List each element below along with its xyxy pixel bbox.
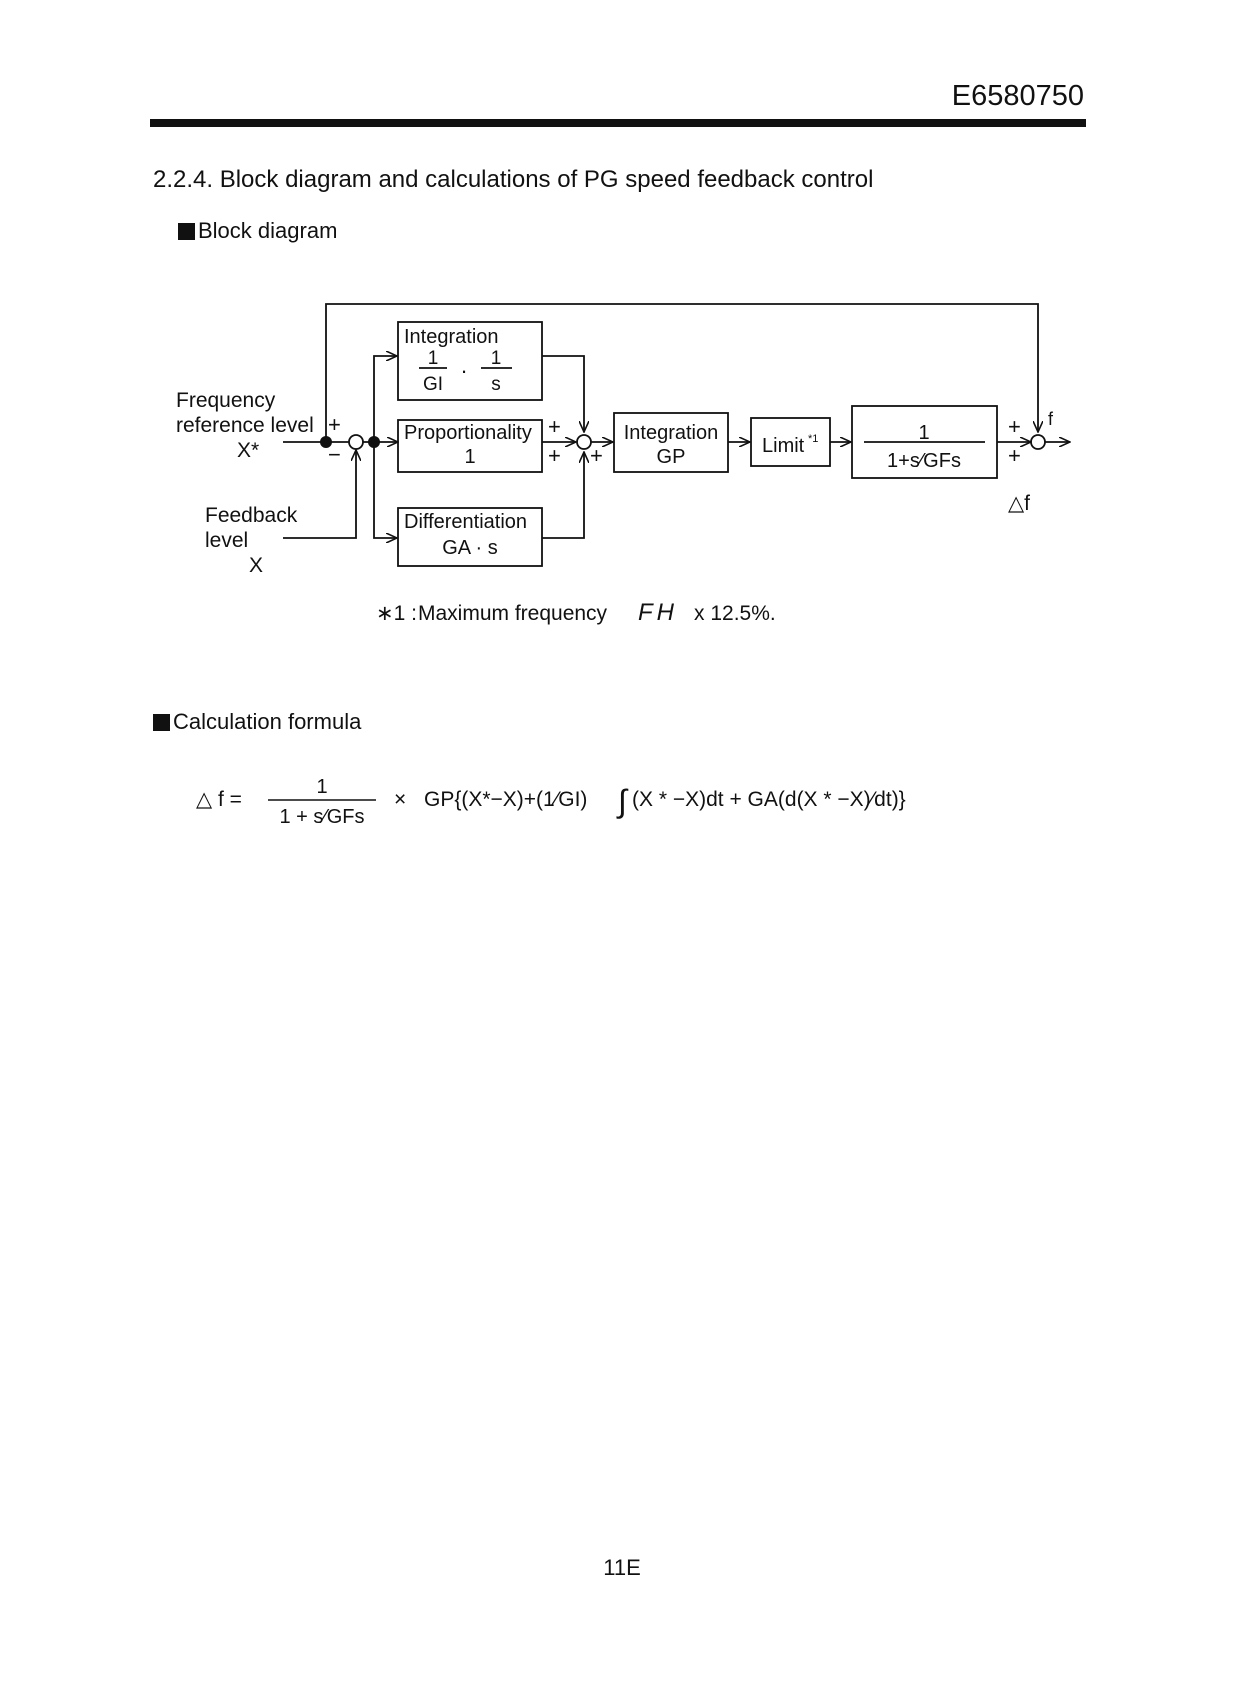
integration-block bbox=[397, 321, 543, 401]
proportionality-title: Proportionality bbox=[404, 422, 532, 444]
frequency-label-2: reference level bbox=[176, 414, 314, 437]
feedback-input-line bbox=[283, 450, 356, 539]
differentiation-out-line bbox=[542, 452, 584, 539]
summing-junction-2 bbox=[576, 434, 592, 450]
sum2-sign-bottom-right: + bbox=[590, 443, 603, 468]
sum2-sign-bottom-left: + bbox=[548, 443, 561, 468]
output-f-label: f bbox=[1048, 409, 1054, 429]
branch-to-integration bbox=[373, 356, 397, 442]
feedback-symbol: X bbox=[249, 554, 263, 577]
branch-dot-2 bbox=[368, 436, 380, 448]
section-heading: 2.2.4. Block diagram and calculations of… bbox=[153, 166, 874, 193]
sum1-plus-sign: + bbox=[328, 412, 341, 437]
differentiation-title: Differentiation bbox=[404, 511, 527, 533]
integration-den-2: s bbox=[491, 374, 501, 395]
calculation-heading-text: Calculation formula bbox=[173, 709, 362, 734]
output-delta-f-label: △f bbox=[1008, 492, 1030, 515]
branch-to-differentiation bbox=[373, 442, 397, 538]
differentiation-block bbox=[397, 507, 543, 567]
calculation-heading: Calculation formula bbox=[153, 709, 361, 735]
formula-times: × bbox=[394, 788, 406, 811]
sum2-sign-top: + bbox=[548, 414, 561, 439]
integration-dot: · bbox=[460, 358, 467, 383]
footnote-marker: ∗1 : bbox=[376, 602, 417, 625]
square-bullet-icon bbox=[178, 222, 195, 240]
integration-out-line bbox=[542, 355, 584, 432]
limit-superscript: *1 bbox=[808, 433, 818, 445]
proportionality-value: 1 bbox=[464, 446, 475, 468]
differentiation-value: GA · s bbox=[442, 537, 498, 559]
formula-rhs-part2: (X * −X)dt + GA(d(X * −X)⁄dt)} bbox=[632, 788, 906, 811]
feedback-label-1: Feedback bbox=[205, 504, 298, 527]
header-rule bbox=[150, 119, 1086, 127]
formula-rhs-part1: GP{(X*−X)+(1⁄GI) bbox=[424, 788, 587, 811]
integration-den-1: GI bbox=[423, 374, 443, 395]
block-diagram-heading: Block diagram bbox=[178, 218, 337, 244]
frequency-symbol: X* bbox=[237, 439, 259, 462]
feedforward-path bbox=[325, 303, 1038, 442]
feedback-label-2: level bbox=[205, 529, 248, 552]
gain-value: GP bbox=[657, 446, 686, 468]
block-diagram-heading-text: Block diagram bbox=[198, 218, 338, 243]
formula-integral-sign: ∫ bbox=[616, 783, 629, 819]
summing-junction-1 bbox=[348, 434, 364, 450]
square-bullet-icon bbox=[153, 713, 170, 731]
formula-numerator: 1 bbox=[316, 776, 327, 798]
formula-denominator: 1 + s⁄GFs bbox=[279, 806, 364, 828]
footnote-param: FH bbox=[638, 599, 678, 626]
filter-numerator: 1 bbox=[918, 422, 929, 444]
sum3-sign-top: + bbox=[1008, 414, 1021, 439]
proportionality-block bbox=[397, 419, 543, 473]
formula-lhs: △ f = bbox=[196, 788, 242, 811]
sum3-sign-bottom: + bbox=[1008, 443, 1021, 468]
frequency-label-1: Frequency bbox=[176, 389, 276, 412]
footnote-text: Maximum frequency bbox=[418, 602, 608, 625]
sum1-minus-sign: − bbox=[328, 442, 341, 467]
integration-num-1: 1 bbox=[428, 348, 439, 369]
integration-title: Integration bbox=[404, 326, 499, 348]
filter-denominator: 1+s⁄GFs bbox=[887, 450, 961, 472]
branch-dot-1 bbox=[320, 436, 332, 448]
integration-num-2: 1 bbox=[491, 348, 502, 369]
document-id: E6580750 bbox=[951, 80, 1084, 112]
limit-label: Limit bbox=[762, 435, 805, 457]
gain-title: Integration bbox=[624, 422, 719, 444]
footnote-suffix: x 12.5%. bbox=[694, 602, 776, 625]
summing-junction-3 bbox=[1030, 434, 1046, 450]
page-number: 11E bbox=[603, 1555, 641, 1580]
